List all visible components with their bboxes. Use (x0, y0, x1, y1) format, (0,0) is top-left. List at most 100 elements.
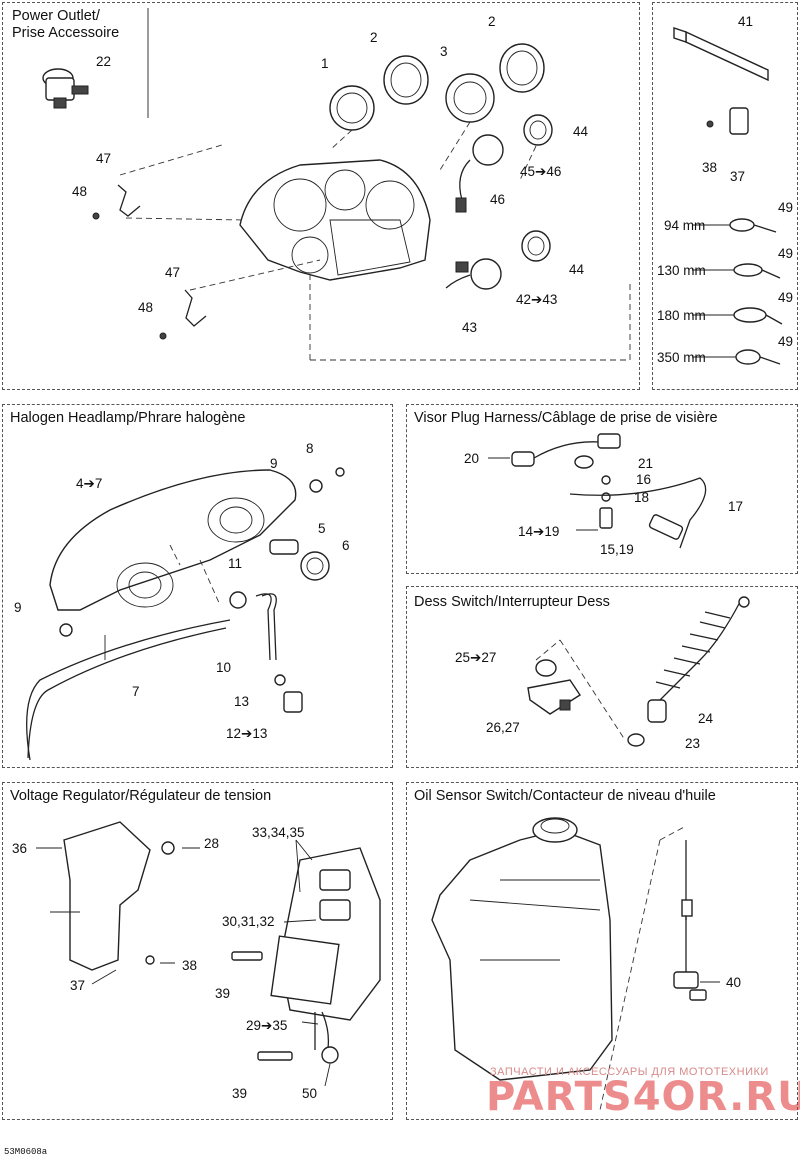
callout-26-27: 26,27 (486, 720, 520, 735)
callout-50: 50 (302, 1086, 318, 1101)
callout-3: 3 (440, 44, 448, 59)
callout-1: 1 (321, 56, 329, 71)
callout-43: 43 (462, 320, 478, 335)
callout-21: 21 (638, 456, 654, 471)
callout-36: 36 (12, 841, 28, 856)
regulator-body (270, 847, 381, 1021)
part-11-grommet (229, 591, 247, 609)
callout-22: 22 (96, 54, 112, 69)
callout-18: 18 (634, 490, 650, 505)
part-44-bezel-a (523, 114, 553, 146)
callout-37a: 37 (730, 169, 746, 184)
part-37-clip (706, 107, 749, 135)
dess-coil-cord (627, 596, 750, 747)
callout-44a: 44 (573, 124, 589, 139)
halogen-title: Halogen Headlamp/Phrare halogène (10, 410, 246, 426)
part-42-gauge (445, 258, 502, 290)
callout-29-35: 29➔35 (246, 1018, 288, 1033)
bolt-39-a (231, 951, 263, 961)
callout-20: 20 (464, 451, 480, 466)
callout-45-46: 45➔46 (520, 164, 562, 179)
bracket-47-b (184, 289, 207, 327)
part-8-nut (335, 467, 345, 477)
clamp-size-130: 130 mm (657, 263, 706, 278)
clamp-size-350: 350 mm (657, 350, 706, 365)
power-outlet-title: Power Outlet/ Prise Accessoire (12, 8, 119, 42)
callout-33-34-35: 33,34,35 (252, 825, 305, 840)
clamp-size-94: 94 mm (664, 218, 706, 233)
part-13-boot (274, 674, 286, 686)
callout-10: 10 (216, 660, 232, 675)
callout-48a: 48 (72, 184, 88, 199)
part-12-connector (283, 691, 303, 713)
callout-6: 6 (342, 538, 350, 553)
callout-39a: 39 (215, 986, 231, 1001)
callout-4-7: 4➔7 (76, 476, 103, 491)
callout-44b: 44 (569, 262, 585, 277)
part-41-strip (673, 27, 769, 82)
drawing-code: 53M0608a (4, 1147, 48, 1157)
part-6-ring (300, 551, 330, 581)
part-10-wire (255, 593, 272, 661)
part-5-bulb (269, 539, 299, 555)
power-outlet-title-line2: Prise Accessoire (12, 25, 120, 41)
part-45-gauge (455, 134, 504, 213)
callout-25-27: 25➔27 (455, 650, 497, 665)
halogen-headlamp-panel (2, 404, 393, 768)
callout-28: 28 (204, 836, 220, 851)
part-7-seal (26, 619, 231, 761)
nut-48-a (92, 212, 100, 220)
oil-sensor-panel (406, 782, 798, 1120)
clamp-leader-lines (692, 224, 736, 358)
callout-42-43: 42➔43 (516, 292, 558, 307)
callout-49d: 49 (778, 334, 794, 349)
visor-harness (511, 433, 707, 549)
callout-38b: 38 (182, 958, 198, 973)
callout-23: 23 (685, 736, 701, 751)
callout-49a: 49 (778, 200, 794, 215)
bolt-39-b (257, 1051, 293, 1061)
callout-12-13: 12➔13 (226, 726, 268, 741)
callout-47a: 47 (96, 151, 112, 166)
callout-11: 11 (228, 556, 243, 571)
callout-17: 17 (728, 499, 744, 514)
callout-7: 7 (132, 684, 140, 699)
callout-9a: 9 (270, 456, 278, 471)
power-outlet-title-line1: Power Outlet/ (12, 8, 100, 24)
oil-tank (431, 817, 613, 1081)
headlamp-assembly (49, 469, 297, 611)
dess-switch-panel (406, 586, 798, 768)
callout-2b: 2 (488, 14, 496, 29)
voltage-bracket-36 (63, 821, 151, 971)
callout-41: 41 (738, 14, 754, 29)
part-2-bezel-a (383, 55, 429, 105)
callout-9b: 9 (14, 600, 22, 615)
nut-38 (145, 955, 155, 965)
callout-14-19: 14➔19 (518, 524, 560, 539)
bolt-28 (161, 841, 175, 855)
part-22-outlet (42, 68, 89, 109)
clamp-panel (652, 2, 798, 390)
voltage-regulator-panel (2, 782, 393, 1120)
callout-40: 40 (726, 975, 742, 990)
part-2-bezel-b (499, 43, 545, 93)
callout-49c: 49 (778, 290, 794, 305)
power-outlet-panel (2, 2, 640, 390)
part-9-grommet-b (59, 623, 73, 637)
part-9-grommet (309, 479, 323, 493)
callout-30-31-32: 30,31,32 (222, 914, 275, 929)
dess-switch (527, 659, 581, 715)
gauge-cluster-housing (239, 159, 431, 281)
watermark-caption: ЗАПЧАСТИ И АКСЕССУАРЫ ДЛЯ МОТОТЕХНИКИ (490, 1066, 769, 1078)
oil-title: Oil Sensor Switch/Contacteur de niveau d… (414, 788, 716, 804)
callout-37b: 37 (70, 978, 86, 993)
callout-48b: 48 (138, 300, 154, 315)
callout-8: 8 (306, 441, 314, 456)
callout-24: 24 (698, 711, 714, 726)
callout-15-19: 15,19 (600, 542, 634, 557)
part-3-tachometer (445, 73, 495, 123)
voltage-title: Voltage Regulator/Régulateur de tension (10, 788, 272, 804)
oil-sensor-40 (673, 840, 707, 1001)
visor-plug-panel (406, 404, 798, 574)
